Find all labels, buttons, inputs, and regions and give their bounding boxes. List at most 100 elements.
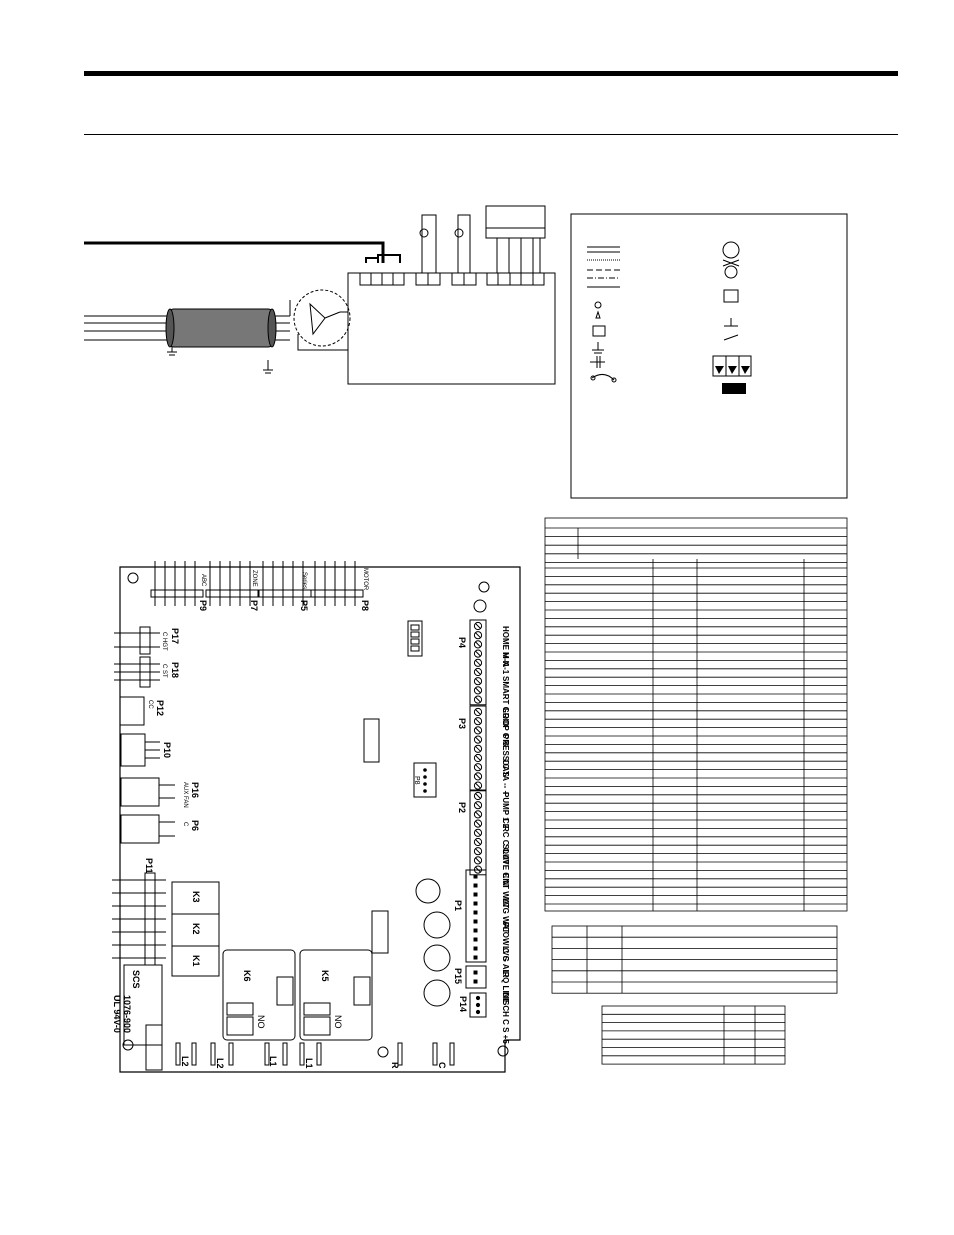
terminal-pin — [473, 919, 478, 924]
terminal-screw-slot — [475, 650, 481, 657]
header-label-p8: P8 — [360, 600, 370, 612]
terminal-block-p1: P1 — [453, 900, 463, 912]
connector-pin — [423, 782, 427, 786]
terminal-screw — [473, 631, 483, 640]
relay-label-k3: K3 — [191, 891, 201, 903]
relay-label-k2: K2 — [191, 923, 201, 935]
terminal-strip — [469, 789, 487, 876]
terminal-pin — [473, 928, 478, 933]
terminal-screw — [473, 640, 483, 649]
terminal-screw — [473, 828, 483, 837]
connector-pin — [423, 768, 427, 772]
relay-label-k6: K6 — [242, 970, 252, 982]
connector-label-p10: P10 — [162, 742, 172, 759]
terminal-screw — [473, 753, 483, 763]
wire-table — [544, 517, 848, 912]
terminal-screw-slot — [475, 820, 481, 827]
terminal-screw-slot — [475, 709, 481, 715]
relay-contact-no-2: NO — [333, 1015, 343, 1029]
terminal-pin — [473, 970, 478, 975]
terminal-screw-slot — [475, 829, 481, 836]
header-label-p5: P5 — [299, 600, 309, 612]
terminal-screw-slot — [475, 857, 481, 864]
terminal-screw — [473, 791, 483, 801]
terminal-screw-slot — [475, 678, 481, 685]
terminal-screw — [473, 856, 483, 865]
terminal-strip — [465, 965, 487, 989]
terminal-screw — [473, 621, 483, 631]
connector-pin — [423, 789, 427, 793]
connector-label-p12: P12 — [155, 700, 165, 717]
terminal-group-data: DATA -- + — [501, 760, 510, 796]
header-sub-p9: ABC — [200, 574, 206, 587]
terminal-screw-slot — [475, 793, 481, 799]
terminal-block-p4: P4 — [457, 637, 467, 649]
terminal-screw-slot — [475, 659, 481, 666]
header-thick-rule — [84, 71, 898, 76]
bottom-terminal-l2a: L2 — [180, 1056, 190, 1067]
terminal-screw — [473, 677, 483, 686]
terminal-strip — [465, 869, 487, 963]
terminal-screw-slot — [475, 782, 481, 789]
terminal-screw-slot — [475, 623, 481, 629]
board-id-line3: UL 94V-0 — [112, 995, 122, 1033]
pin-header-body — [150, 589, 204, 598]
terminal-pin — [473, 946, 478, 951]
header-label-p7: P7 — [249, 600, 259, 612]
bottom-terminal-c: C — [437, 1062, 447, 1069]
terminal-strip — [469, 992, 487, 1018]
terminal-screw-slot — [475, 736, 481, 743]
terminal-group-ma1: M-A-1 — [501, 652, 510, 675]
relay-label-k1: K1 — [191, 955, 201, 967]
bottom-terminal-r: R — [390, 1062, 400, 1069]
terminal-screw-slot — [475, 764, 481, 771]
terminal-screw — [473, 744, 483, 753]
connector-pin — [423, 775, 427, 779]
terminal-screw — [473, 847, 483, 856]
terminal-pin — [475, 1002, 481, 1008]
pin-header-body — [205, 589, 259, 598]
header-label-p9: P9 — [198, 600, 208, 612]
terminal-pin — [473, 910, 478, 915]
terminal-group-disch: DISCH C S +5 — [501, 992, 510, 1044]
header-thin-rule — [84, 134, 898, 135]
terminal-screw — [473, 649, 483, 658]
small-connector-p8: P8 — [413, 776, 420, 785]
terminal-strip — [469, 619, 487, 706]
terminal-screw-slot — [475, 696, 481, 703]
terminal-screw-slot — [475, 687, 481, 694]
terminal-screw — [473, 658, 483, 667]
terminal-screw-slot — [475, 773, 481, 780]
terminal-pin — [473, 901, 478, 906]
terminal-screw-slot — [475, 802, 481, 809]
connector-label-p11: P11 — [144, 858, 154, 874]
connector-label-p17: P17 — [170, 628, 180, 645]
header-sub-p5: Series — [301, 572, 307, 590]
terminal-screw-slot — [475, 669, 481, 675]
terminal-screw — [473, 781, 483, 790]
board-id-line2: 1076-900 — [122, 995, 132, 1034]
terminal-screw-slot — [475, 641, 481, 648]
connector-sub-p17: C HGT — [161, 632, 167, 651]
terminal-screw-slot — [475, 632, 481, 639]
header-sub-p7: ZONE — [251, 570, 257, 587]
terminal-pin — [473, 874, 478, 879]
terminal-pin — [473, 955, 478, 960]
board-id-line1: SCS — [131, 970, 141, 989]
terminal-screw-slot — [475, 718, 481, 725]
bottom-terminal-l2b: L2 — [215, 1058, 225, 1069]
terminal-screw-slot — [475, 727, 481, 734]
connector-sub-p16: AUX FAN — [182, 782, 188, 808]
terminal-screw — [473, 735, 483, 744]
connector-label-p18: P18 — [170, 662, 180, 679]
relay-contact-no-1: NO — [256, 1015, 266, 1029]
header-sub-p8: MOTOR — [362, 568, 368, 591]
relay-label-k5: K5 — [320, 970, 330, 982]
terminal-pin — [473, 883, 478, 888]
terminal-screw-slot — [475, 848, 481, 855]
connector-sub-p12: CC — [147, 700, 153, 709]
terminal-screw-slot — [475, 755, 481, 761]
terminal-pin — [473, 937, 478, 942]
connector-sub-p6: C — [182, 822, 188, 827]
